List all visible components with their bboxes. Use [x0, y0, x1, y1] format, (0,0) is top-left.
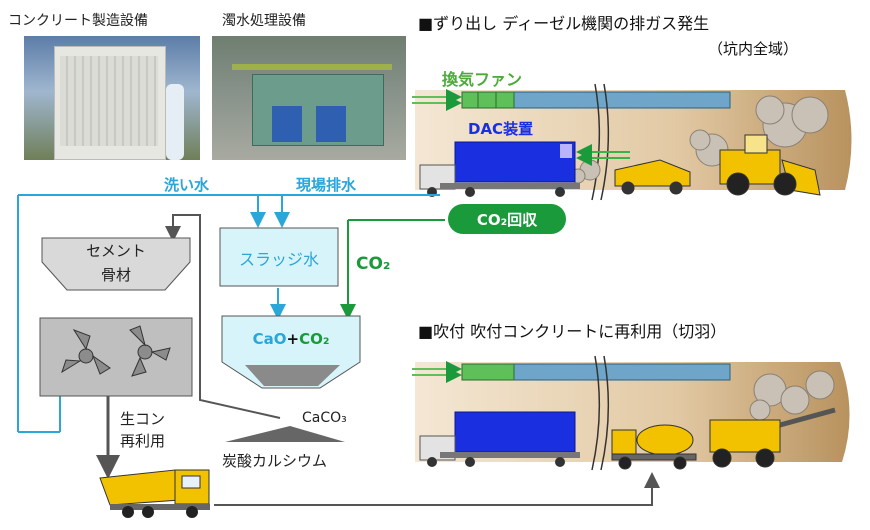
mixer-truck-icon	[611, 424, 697, 470]
reaction-tank	[221, 315, 361, 389]
top-tunnel-subtitle: （坑内全域）	[708, 40, 799, 58]
ready-mix-truck-icon	[99, 469, 210, 518]
bottom-tunnel-title: ■吹付 吹付コンクリートに再利用（切羽）	[418, 322, 727, 341]
top-tunnel-title: ■ずり出し ディーゼル機関の排ガス発生	[418, 14, 710, 33]
co2-label: CO₂	[356, 254, 391, 274]
co2-capture-badge	[448, 204, 566, 234]
reaction-formula: CaO+CO₂	[222, 330, 360, 348]
drainage-flow	[17, 194, 440, 433]
fan-label: 換気ファン	[442, 70, 523, 89]
calcium-carbonate-label: 炭酸カルシウム	[222, 452, 328, 470]
concrete-plant-photo	[24, 36, 200, 160]
water-treatment-photo	[212, 36, 406, 160]
sludge-water-label: スラッジ水	[238, 250, 319, 269]
aggregate-label: 骨材	[100, 266, 131, 284]
bottom-tunnel	[412, 355, 850, 471]
reaction-plus: +	[286, 330, 300, 348]
water-treatment-caption: 濁水処理設備	[222, 13, 306, 29]
caco3-pile	[225, 426, 345, 442]
dac-unit	[454, 141, 576, 183]
caco3-label: CaCO₃	[302, 410, 347, 426]
reaction-co2: CO₂	[299, 330, 330, 348]
top-tunnel	[412, 83, 852, 201]
cement-label: セメント	[86, 242, 146, 260]
mixer-box	[39, 317, 193, 397]
shotcrete-machine-icon	[709, 407, 836, 468]
bottom-dac-unit	[454, 411, 576, 453]
concrete-plant-caption: コンクリート製造設備	[8, 13, 148, 29]
mixer-blade-icon	[61, 325, 171, 377]
ventilation-fan	[461, 91, 515, 109]
dump-truck-icon	[614, 159, 691, 195]
site-drainage-label: 現場排水	[296, 176, 357, 194]
material-flow	[96, 214, 660, 506]
ready-mix-label: 生コン	[120, 410, 166, 428]
reuse-label: 再利用	[120, 432, 166, 450]
co2-capture-label: CO₂回収	[476, 211, 538, 229]
co2-flow	[340, 219, 445, 320]
bottom-ventilation-fan	[461, 363, 515, 381]
cement-hopper	[41, 237, 191, 291]
reaction-cao: CaO	[252, 330, 287, 348]
dac-label: DAC装置	[468, 120, 534, 138]
wheel-loader-icon	[719, 134, 821, 196]
spray-dust-icon	[749, 370, 835, 421]
wash-water-label: 洗い水	[164, 176, 210, 194]
bottom-truck-icon	[419, 435, 580, 467]
sludge-tank	[219, 227, 339, 287]
